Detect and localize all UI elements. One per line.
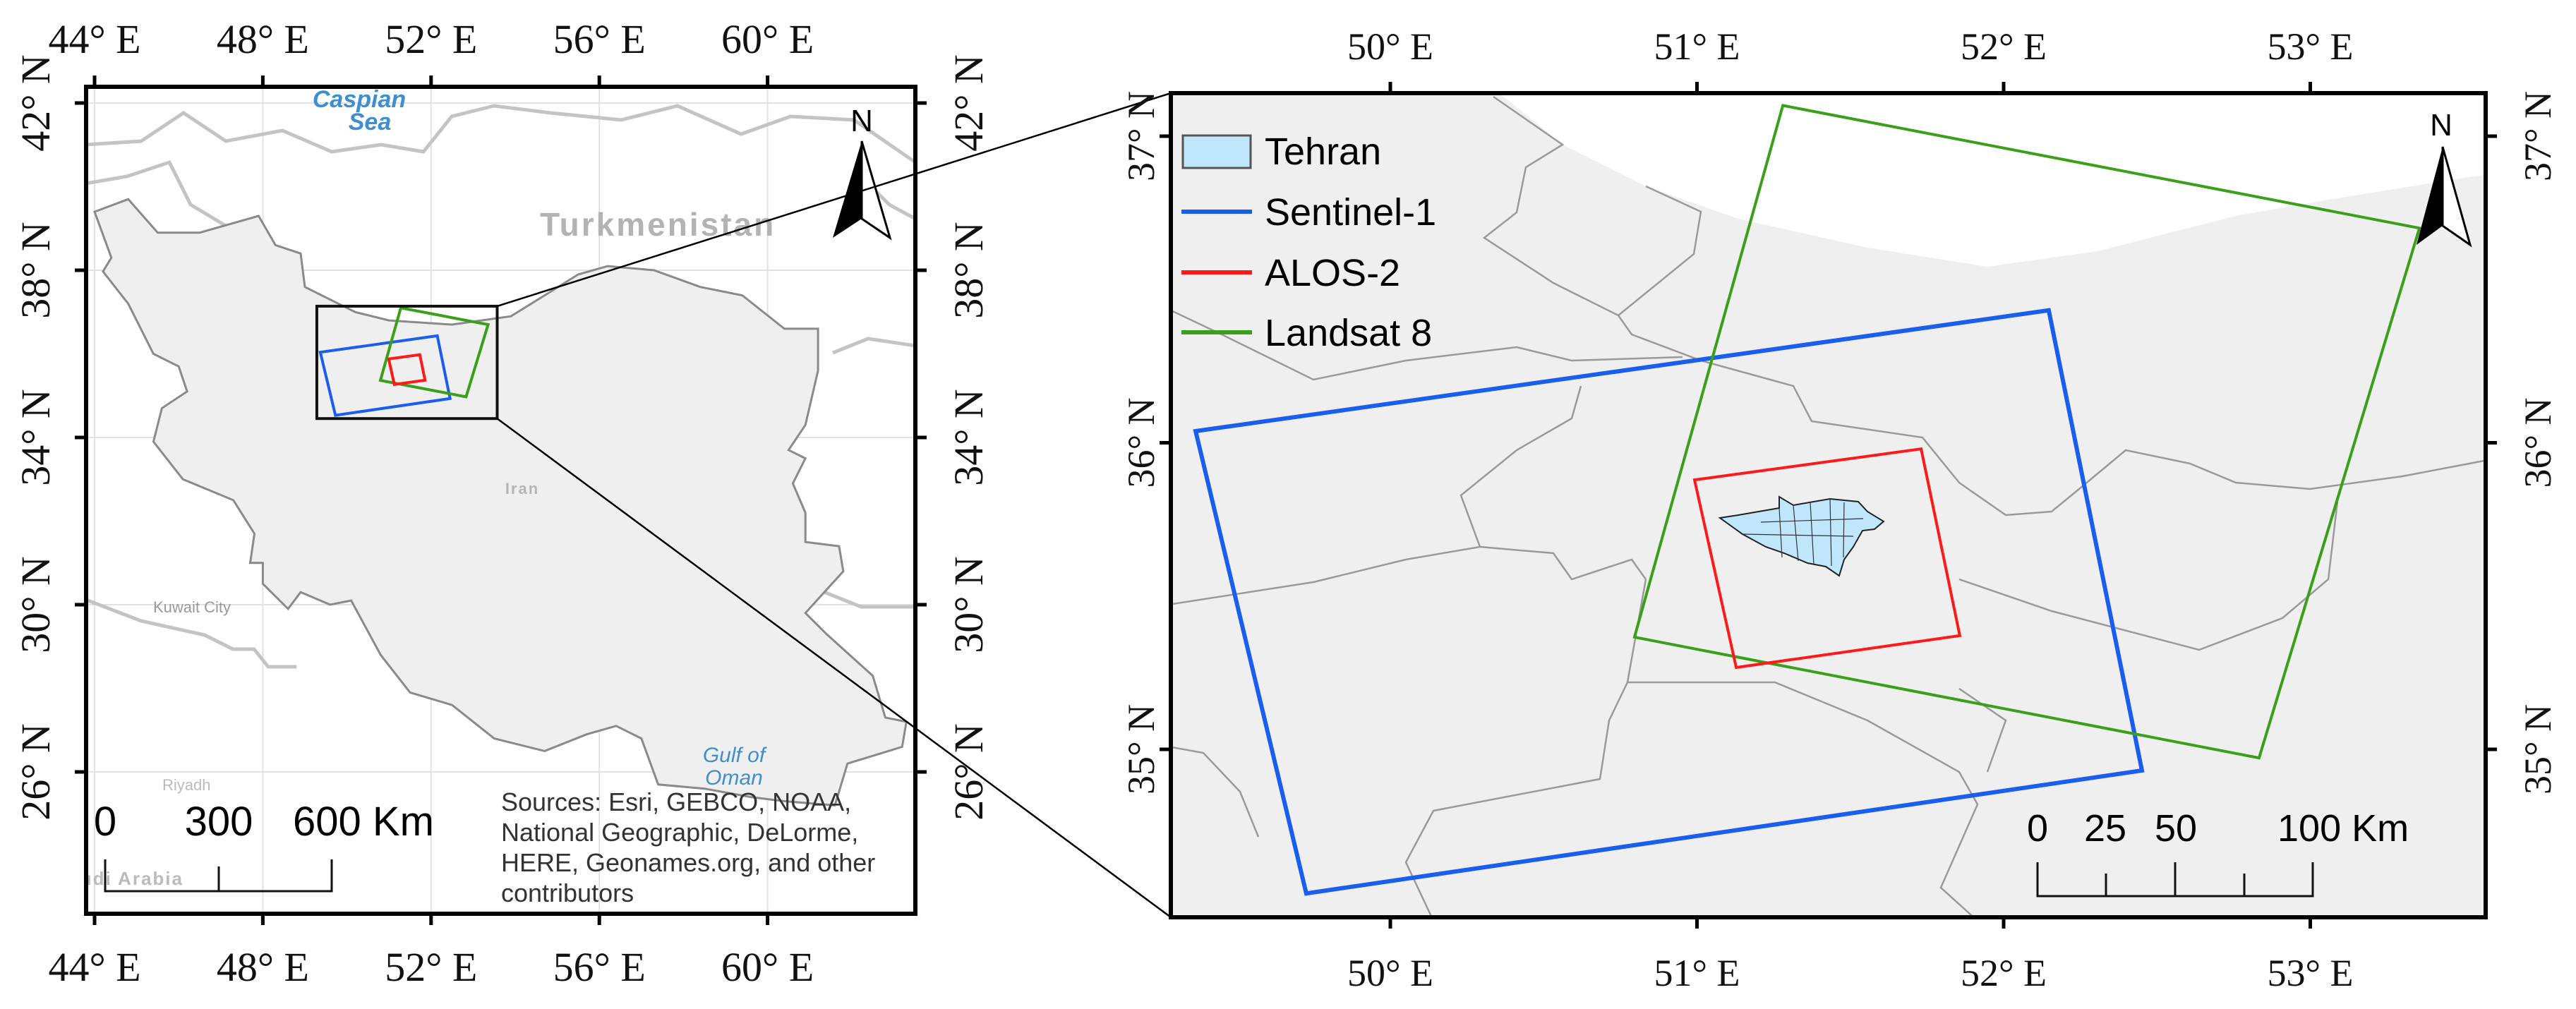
lat-tick-label-right: 34° N — [946, 389, 992, 486]
lat-tick-label-right: 30° N — [946, 556, 992, 653]
attribution: Sources: Esri, GEBCO, NOAA, National Geo… — [501, 787, 875, 907]
label-caspian-sea-2: Sea — [349, 109, 392, 135]
zoom-connector-line — [496, 418, 1172, 919]
legend-item-tehran: Tehran — [1181, 131, 1381, 173]
lat-tick-label-right: 42° N — [946, 54, 992, 152]
scale-label-300: 300 — [185, 799, 253, 845]
footprint-landsat-8 — [378, 306, 490, 399]
lat-tick-label-right: 26° N — [946, 723, 992, 821]
lat-tick-label-left: 37° N — [1120, 91, 1162, 181]
lon-tick-label-top: 51° E — [1654, 25, 1740, 68]
overview-scale-bar: 0 300 600 Km — [94, 799, 434, 893]
lat-tick-label-right: 35° N — [2517, 704, 2559, 794]
overview-axes: 44° E 44° E 48° E 48° E 52° E 52° E 56° E 56° E… — [13, 16, 992, 990]
footprint-alos-2 — [1692, 447, 1962, 670]
label-caspian-sea: Caspian — [313, 86, 406, 113]
detail-north-arrow: N — [2416, 108, 2472, 248]
iran-country-polygon — [93, 198, 908, 806]
province-boundaries — [1171, 95, 2486, 917]
lon-tick-label-top: 44° E — [48, 16, 140, 62]
footprint-sentinel-1 — [1193, 308, 2145, 896]
lon-tick-label-bottom: 50° E — [1347, 952, 1433, 994]
lon-tick-label-bottom: 48° E — [217, 944, 309, 990]
footprint-landsat-8 — [1632, 104, 2421, 760]
scale-label-0: 0 — [94, 799, 116, 845]
legend-item-sentinel-1: Sentinel-1 — [1181, 191, 1436, 234]
north-arrow-icon — [833, 141, 862, 238]
lat-tick-label-left: 38° N — [13, 222, 59, 319]
lat-tick-label-right: 36° N — [2517, 397, 2559, 488]
north-label: N — [850, 104, 873, 138]
lat-tick-label-left: 42° N — [13, 54, 59, 152]
north-arrow-icon-half — [860, 140, 892, 241]
scale-label-25: 25 — [2084, 807, 2126, 850]
lat-tick-label-left: 26° N — [13, 723, 59, 821]
lon-tick-label-bottom: 44° E — [48, 944, 140, 990]
label-saudi-arabia: Saudi Arabia — [55, 868, 183, 889]
zoom-connector-line — [497, 92, 1172, 308]
detail-extent-box — [315, 304, 499, 421]
overview-footprints — [318, 306, 490, 417]
lat-tick-label-left: 36° N — [1120, 397, 1162, 488]
lon-tick-label-bottom: 53° E — [2267, 952, 2353, 994]
lat-tick-label-left: 35° N — [1120, 704, 1162, 794]
lon-tick-label-top: 60° E — [721, 16, 814, 62]
scale-label-0: 0 — [2027, 807, 2048, 850]
detail-axes: 50° E 50° E 51° E 51° E 52° E 52° E 53° E 53° E… — [1120, 25, 2559, 994]
label-turkmenistan: Turkmenistan — [540, 206, 776, 243]
label-gulf-of-oman: Gulf of — [703, 744, 767, 767]
overview-map: Caspian Sea Turkmenistan Iran Kuwait Cit… — [13, 16, 992, 990]
lat-tick-label-left: 34° N — [13, 389, 59, 486]
lat-tick-label-right: 38° N — [946, 222, 992, 319]
lon-tick-label-bottom: 60° E — [721, 944, 814, 990]
legend-item-landsat-8: Landsat 8 — [1181, 312, 1432, 354]
label-iran: Iran — [505, 480, 539, 497]
lon-tick-label-bottom: 56° E — [553, 944, 646, 990]
north-label: N — [2430, 108, 2452, 143]
legend-label: Tehran — [1265, 131, 1381, 173]
attribution-line: HERE, Geonames.org, and other — [501, 848, 875, 877]
lon-tick-label-top: 56° E — [553, 16, 646, 62]
lon-tick-label-bottom: 51° E — [1654, 952, 1740, 994]
north-arrow-icon-half — [2441, 146, 2472, 248]
caspian-sea-area — [1499, 93, 2486, 267]
detail-map-frame — [1169, 91, 2488, 919]
detail-footprints — [1193, 104, 2421, 896]
legend-label: Landsat 8 — [1265, 312, 1432, 354]
detail-scale-bar: 0 25 50 100 Km — [2027, 807, 2409, 898]
footprint-alos-2 — [387, 353, 427, 387]
tehran-districts — [1742, 498, 1864, 567]
lon-tick-label-top: 50° E — [1347, 25, 1433, 68]
legend-item-alos-2: ALOS-2 — [1181, 252, 1400, 294]
attribution-line: Sources: Esri, GEBCO, NOAA, — [501, 787, 851, 816]
legend-label: ALOS-2 — [1265, 252, 1400, 294]
label-kuwait-city: Kuwait City — [153, 598, 231, 616]
lon-tick-label-top: 52° E — [1961, 25, 2047, 68]
lon-tick-label-top: 48° E — [217, 16, 309, 62]
lat-tick-label-right: 37° N — [2517, 91, 2559, 181]
tehran-polygon — [1718, 495, 1885, 577]
scale-label-600: 600 Km — [293, 799, 434, 845]
attribution-line: contributors — [501, 878, 634, 907]
lon-tick-label-bottom: 52° E — [385, 944, 477, 990]
legend-label: Sentinel-1 — [1265, 191, 1436, 234]
scale-label-50: 50 — [2155, 807, 2197, 850]
scale-label-100: 100 Km — [2277, 807, 2409, 850]
lon-tick-label-bottom: 52° E — [1961, 952, 2047, 994]
legend-swatch — [1181, 134, 1252, 169]
footprint-sentinel-1 — [318, 334, 452, 417]
overview-map-frame — [84, 85, 917, 916]
lon-tick-label-top: 53° E — [2267, 25, 2353, 68]
north-arrow-icon — [2416, 147, 2443, 245]
overview-north-arrow: N — [833, 104, 892, 241]
label-gulf-of-oman-2: Oman — [705, 766, 763, 790]
lat-tick-label-left: 30° N — [13, 556, 59, 653]
label-riyadh: Riyadh — [162, 776, 210, 794]
attribution-line: National Geographic, DeLorme, — [501, 818, 858, 847]
lon-tick-label-top: 52° E — [385, 16, 477, 62]
